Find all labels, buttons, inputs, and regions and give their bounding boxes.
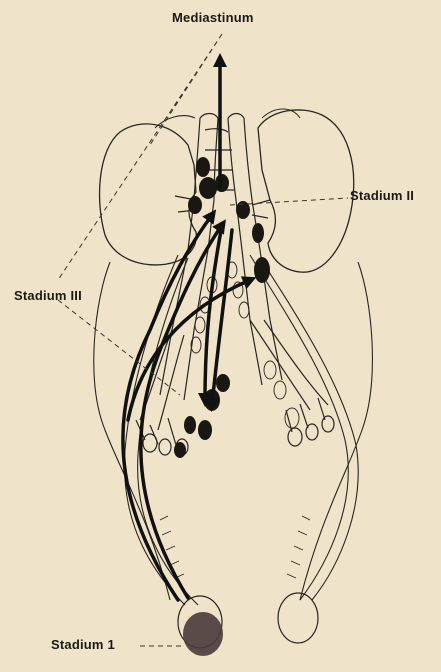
label-mediastinum: Mediastinum [172, 10, 254, 25]
label-stadium-3: Stadium III [14, 288, 82, 303]
spread-arrows [123, 60, 250, 600]
testicular-tumor [183, 612, 223, 656]
label-stadium-1: Stadium 1 [51, 637, 115, 652]
spermatic-cords [94, 255, 373, 605]
lymph-chain-hatching [160, 262, 310, 578]
arrow-testis-to-para-aortic [123, 215, 212, 600]
right-testis [278, 593, 318, 643]
label-stadium-2: Stadium II [350, 188, 414, 203]
right-kidney [258, 110, 354, 272]
leader-lines [58, 34, 348, 646]
left-kidney [100, 124, 197, 265]
